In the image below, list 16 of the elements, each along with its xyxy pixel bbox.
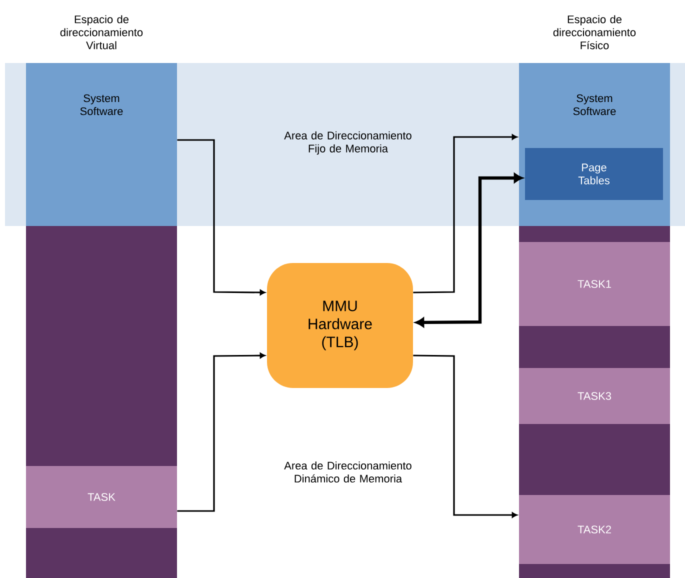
node-label: Espacio de direccionamiento Virtual <box>60 15 143 50</box>
mmu-box: MMU Hardware (TLB) <box>267 263 413 388</box>
node-label: Espacio de direccionamiento Físico <box>553 15 636 50</box>
arrow <box>177 352 266 512</box>
arrow <box>177 139 266 296</box>
memory-region: Page Tables <box>525 148 663 200</box>
memory-region: TASK <box>26 466 177 528</box>
memory-region: TASK3 <box>519 368 670 424</box>
memory-region: TASK2 <box>519 495 670 564</box>
arrow <box>413 354 518 518</box>
area-label: Area de Direccionamiento Fijo de Memoria <box>284 131 412 155</box>
area-label: Area de Direccionamiento Dinámico de Memoria <box>284 461 412 483</box>
memory-region: System Software <box>26 63 177 226</box>
arrow <box>415 173 523 328</box>
arrow <box>413 134 518 294</box>
memory-region: TASK1 <box>519 242 670 326</box>
